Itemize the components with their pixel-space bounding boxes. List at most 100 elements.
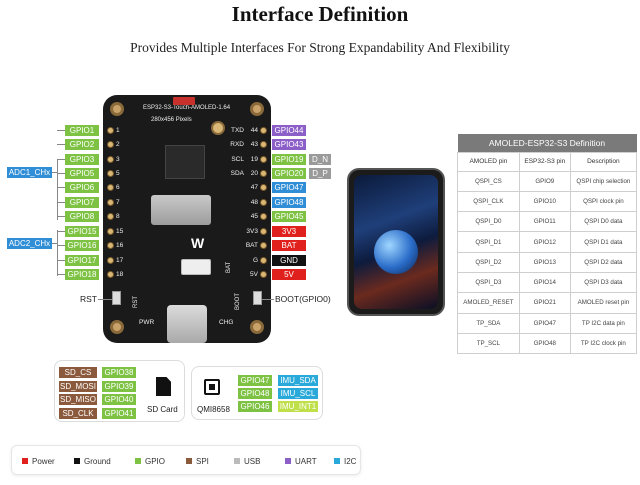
pin-leader bbox=[57, 130, 65, 131]
right-pin-label: GPIO45 bbox=[272, 211, 306, 222]
legend-swatch bbox=[74, 458, 80, 464]
pin-leader bbox=[57, 202, 65, 203]
pin-leader bbox=[57, 245, 65, 246]
header-pin bbox=[107, 199, 114, 206]
pin-silk-label: 3 bbox=[116, 156, 120, 163]
antenna bbox=[211, 121, 225, 135]
legend-item: Ground bbox=[74, 457, 111, 466]
mount-hole bbox=[110, 320, 124, 334]
table-header: AMOLED pin bbox=[457, 151, 520, 172]
left-pin-label: GPIO6 bbox=[65, 182, 99, 193]
legend-label: Power bbox=[32, 457, 55, 466]
boot-button bbox=[253, 291, 262, 305]
right-pin-label: 3V3 bbox=[272, 226, 306, 237]
header-pin bbox=[107, 242, 114, 249]
table-cell: GPIO11 bbox=[518, 211, 571, 233]
header-pin bbox=[260, 242, 267, 249]
usb-c-port bbox=[167, 305, 207, 343]
battery-connector bbox=[181, 259, 211, 275]
table-cell: GPIO10 bbox=[518, 190, 571, 213]
right-pin-label: GPIO19 bbox=[272, 154, 306, 165]
sd-signal-label: SD_MOSI bbox=[59, 380, 97, 392]
header-pin bbox=[107, 228, 114, 235]
pin-silk-label: 8 bbox=[116, 213, 120, 220]
legend-item: SPI bbox=[186, 457, 209, 466]
header-pin bbox=[260, 141, 267, 148]
header-pin bbox=[260, 170, 267, 177]
pin-silk-label: 7 bbox=[116, 199, 120, 206]
pin-silk-label: G bbox=[252, 257, 258, 264]
adc2-bracket bbox=[57, 230, 58, 276]
table-cell: QSPI_CLK bbox=[457, 190, 520, 213]
header-pin bbox=[107, 141, 114, 148]
pin-leader bbox=[57, 231, 65, 232]
left-pin-label: GPIO2 bbox=[65, 139, 99, 150]
legend-label: Ground bbox=[84, 457, 111, 466]
boot-leader bbox=[262, 299, 274, 300]
header-pin bbox=[107, 127, 114, 134]
table-cell: GPIO47 bbox=[518, 312, 571, 334]
sd-card-icon bbox=[156, 377, 171, 396]
pin-leader bbox=[57, 260, 65, 261]
right-pin-label: GPIO47 bbox=[272, 182, 306, 193]
header-pin bbox=[260, 156, 267, 163]
pin-silk-label: 16 bbox=[116, 242, 124, 249]
amoled-definition-table: AMOLED-ESP32-S3 Definition AMOLED pin ES… bbox=[457, 134, 638, 355]
pin-silk-label: 43 bbox=[250, 141, 258, 148]
table-cell: TP_SDA bbox=[457, 312, 520, 334]
table-cell: QSPI chip selection bbox=[569, 170, 638, 192]
boot-silk: BOOT bbox=[235, 292, 241, 310]
table-cell: AMOLED_RESET bbox=[457, 292, 520, 314]
amoled-display bbox=[347, 168, 445, 316]
right-pin-label: GPIO48 bbox=[272, 197, 306, 208]
pin-silk-label: 44 bbox=[250, 127, 258, 134]
pin-silk-label: 45 bbox=[250, 213, 258, 220]
table-cell: QSPI D2 data bbox=[569, 251, 638, 273]
pin-leader bbox=[57, 274, 65, 275]
adc1-bracket bbox=[57, 159, 58, 220]
bus-silk-label: TXD bbox=[231, 127, 244, 134]
table-cell: QSPI_D2 bbox=[457, 251, 520, 273]
imu-signal-label: IMU_SCL bbox=[278, 388, 318, 399]
pin-silk-label: 6 bbox=[116, 184, 120, 191]
pwr-silk: PWR bbox=[139, 319, 155, 326]
table-cell: QSPI D1 data bbox=[569, 231, 638, 253]
usb-pin-label: D_N bbox=[309, 154, 331, 165]
pin-silk-label: 17 bbox=[116, 257, 124, 264]
header-pin bbox=[260, 213, 267, 220]
sd-gpio-label: GPIO39 bbox=[102, 380, 136, 392]
table-cell: QSPI D0 data bbox=[569, 211, 638, 233]
right-pin-label: GPIO43 bbox=[272, 139, 306, 150]
bus-silk-label: SCL bbox=[231, 156, 244, 163]
table-cell: QSPI_D3 bbox=[457, 271, 520, 294]
legend-item: Power bbox=[22, 457, 55, 466]
pin-silk-label: 2 bbox=[116, 141, 120, 148]
table-caption: AMOLED-ESP32-S3 Definition bbox=[457, 134, 637, 152]
header-pin bbox=[107, 213, 114, 220]
header-pin bbox=[107, 257, 114, 264]
left-pin-label: GPIO1 bbox=[65, 125, 99, 136]
table-cell: GPIO21 bbox=[518, 292, 571, 314]
pin-silk-label: BAT bbox=[245, 242, 258, 249]
header-pin bbox=[260, 127, 267, 134]
table-cell: QSPI_D1 bbox=[457, 231, 520, 253]
header-pin bbox=[107, 184, 114, 191]
left-pin-label: GPIO15 bbox=[65, 226, 99, 237]
bat-silk: BAT bbox=[226, 261, 232, 273]
header-pin bbox=[260, 271, 267, 278]
chip-icon bbox=[204, 379, 220, 395]
table-cell: GPIO12 bbox=[518, 231, 571, 253]
table-header: ESP32-S3 pin bbox=[518, 151, 571, 172]
right-pin-label: GPIO44 bbox=[272, 125, 306, 136]
legend-item: GPIO bbox=[135, 457, 165, 466]
left-pin-label: GPIO17 bbox=[65, 255, 99, 266]
legend-item: I2C bbox=[334, 457, 356, 466]
mount-hole bbox=[110, 102, 124, 116]
